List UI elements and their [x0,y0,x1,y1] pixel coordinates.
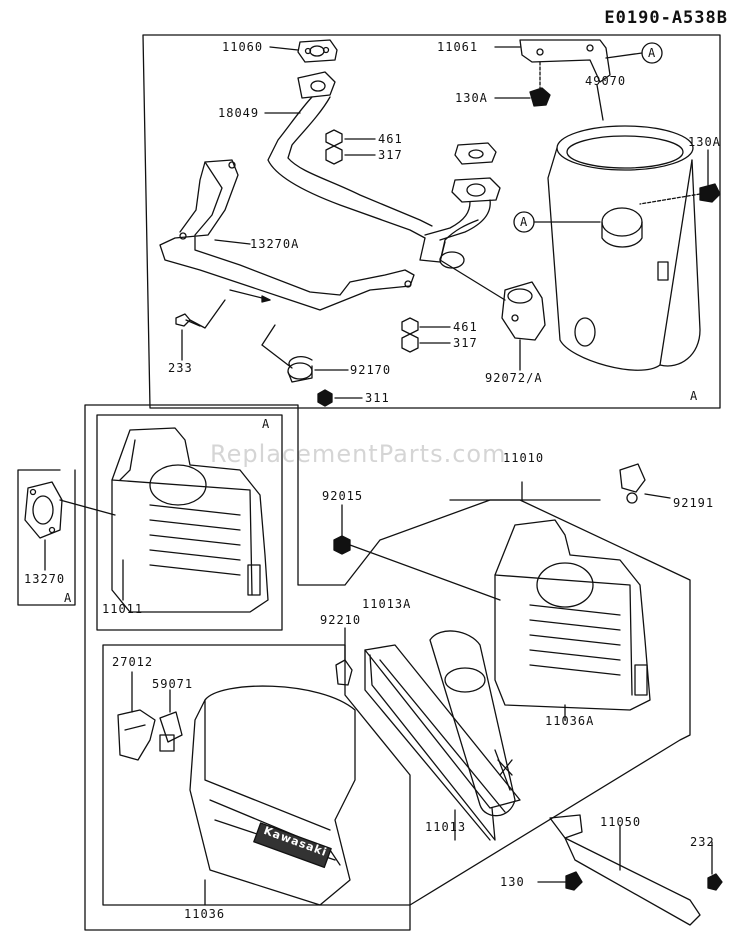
nut-317-top [326,146,342,164]
nut-317-bottom [402,334,418,352]
label-232: 232 [690,835,715,849]
label-11013: 11013 [425,820,467,834]
filter-11013A [430,631,515,816]
gasket-upper-right [455,143,496,164]
inset-box-13270 [17,469,76,606]
ref-circle-a2-text: A [520,215,529,229]
label-317-top: 317 [378,148,403,162]
label-11011: 11011 [102,602,144,616]
label-461-bottom: 461 [453,320,478,334]
nut-461-bottom [402,318,418,334]
bolt-130A-right [640,184,720,204]
label-92072A: 92072/A [485,371,543,385]
label-317-bottom: 317 [453,336,478,350]
label-92170: 92170 [350,363,392,377]
ref-circle-a1-text: A [648,46,657,60]
bolt-130A-top [530,62,550,106]
nut-311 [318,390,332,406]
inset-box-11036 [102,644,411,906]
muffler-49070 [548,126,700,370]
stay-11050 [550,815,700,925]
label-92015: 92015 [322,489,364,503]
label-130: 130 [500,875,525,889]
label-11010: 11010 [503,451,545,465]
aircleaner-group-frame [84,404,691,931]
label-18049: 18049 [218,106,260,120]
heat-shield-13270A [160,160,414,310]
bolt-130 [566,872,582,890]
bolt-92191 [620,464,645,503]
label-92210: 92210 [320,613,362,627]
label-11060: 11060 [222,40,264,54]
inset-box-11011 [96,414,283,631]
label-59071: 59071 [152,677,194,691]
label-311: 311 [365,391,390,405]
bolt-233 [176,314,200,326]
gasket-11060 [298,40,337,62]
label-11036A: 11036A [545,714,595,728]
clip-27012 [118,710,155,760]
label-27012: 27012 [112,655,154,669]
bolt-232 [708,874,722,890]
aircleaner-base-11011 [112,428,268,612]
filter-11013 [365,645,520,840]
ref-a-11011-box: A [262,417,271,431]
label-11050: 11050 [600,815,642,829]
ref-a-13270: A [64,591,73,605]
nut-92015 [334,536,350,554]
diagram-id: E0190-A538B [604,8,728,28]
label-11013A: 11013A [362,597,412,611]
label-11061: 11061 [437,40,479,54]
nut-461-top [326,130,342,146]
ref-a-muffler-box: A [690,389,699,403]
label-49070: 49070 [585,74,627,88]
label-130A-right: 130A [688,135,721,149]
cover-11036 [190,686,355,905]
gasket-13270 [25,482,62,538]
label-13270A: 13270A [250,237,300,251]
label-92191: 92191 [673,496,715,510]
label-461-top: 461 [378,132,403,146]
clamp-92170 [288,357,312,382]
label-13270: 13270 [24,572,66,586]
aircleaner-base-11036A [495,520,650,710]
plug-59071 [160,712,182,751]
label-130A-top: 130A [455,91,488,105]
bolt-92210 [336,660,352,685]
watermark: ReplacementParts.com [210,440,507,468]
label-233: 233 [168,361,193,375]
clamp-92072A [502,282,545,340]
label-11036: 11036 [184,907,226,921]
bracket-11061 [520,40,610,82]
exhaust-flange [425,178,500,240]
muffler-group-frame [142,34,721,409]
